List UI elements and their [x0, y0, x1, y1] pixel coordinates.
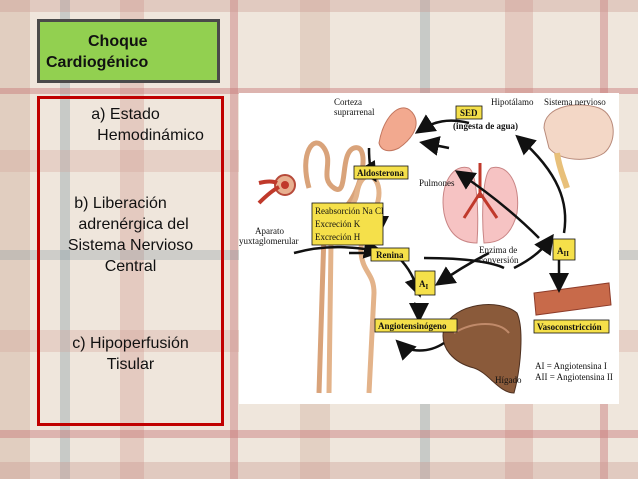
adrenal-cortex-image [378, 107, 417, 152]
label-higado: Hígado [495, 375, 522, 385]
label-sed: SED [460, 108, 478, 118]
nephron-image [257, 140, 382, 394]
title-box: Choque Cardiogénico [37, 19, 220, 83]
raas-diagram-svg: Corteza suprarrenal Hipotálamo Sistema n… [239, 97, 614, 394]
label-hipotalamo: Hipotálamo [491, 97, 534, 107]
sed-box [455, 105, 483, 120]
legend-angiotensin-i: AI = Angiotensina I [535, 361, 607, 371]
brain-image [543, 104, 614, 189]
liver-image [442, 304, 522, 394]
label-renina: Renina [376, 250, 404, 260]
title-line-1: Choque [88, 33, 148, 50]
legend-angiotensin-ii: AII = Angiotensina II [535, 372, 613, 382]
label-a2: AII [557, 246, 569, 258]
vessel-image [533, 282, 612, 316]
label-aparato-2: yuxtaglomerular [239, 236, 298, 246]
label-aparato-1: Aparato [255, 226, 284, 236]
label-reabsorcion: Reabsorción Na Cl [315, 206, 384, 216]
item-b-line-2: adrenérgica del [78, 216, 189, 233]
item-a-line-1: a) Estado [91, 106, 160, 123]
label-enzima-1: Enzima de [479, 245, 517, 255]
angiotensinogen-box [374, 318, 458, 333]
topic-list: a) Estado Hemodinámico b) Liberación adr… [37, 96, 224, 426]
label-corteza-1: Corteza [334, 97, 362, 107]
label-ingesta: (ingesta de agua) [453, 121, 518, 131]
label-enzima-2: conversión [479, 255, 519, 265]
raas-diagram: Corteza suprarrenal Hipotálamo Sistema n… [239, 93, 619, 404]
list-item-b: b) Liberación adrenérgica del Sistema Ne… [40, 193, 221, 277]
item-c-line-1: c) Hipoperfusión [72, 335, 189, 352]
item-b-line-3: Sistema Nervioso [67, 237, 194, 254]
label-sistema-nervioso: Sistema nervioso [544, 97, 606, 107]
angiotensin-ii-box [552, 238, 576, 261]
item-c-line-2: Tisular [106, 356, 155, 373]
label-corteza-2: suprarrenal [334, 107, 375, 117]
list-item-a: a) Estado Hemodinámico [40, 104, 221, 146]
list-item-c: c) Hipoperfusión Tisular [40, 333, 221, 375]
lungs-image [442, 163, 519, 244]
renin-box [370, 247, 410, 262]
item-b-line-1: b) Liberación [74, 195, 167, 212]
title-line-2: Cardiogénico [46, 54, 149, 71]
aldosterone-box [353, 165, 409, 180]
label-vasoconstriccion: Vasoconstricción [537, 322, 602, 332]
label-a1: AI [419, 279, 429, 291]
label-angiotensinogeno: Angiotensinógeno [378, 321, 447, 331]
label-aldosterona: Aldosterona [357, 168, 404, 178]
vasoconstriction-box [533, 319, 610, 334]
label-pulmones: Pulmones [419, 178, 455, 188]
item-a-line-2: Hemodinámico [97, 127, 204, 144]
label-excrecion-h: Excreción H [315, 232, 361, 242]
item-b-line-4: Central [104, 258, 157, 275]
reabsorption-box [311, 202, 384, 246]
label-excrecion-k: Excreción K [315, 219, 361, 229]
angiotensin-i-box [414, 270, 436, 296]
